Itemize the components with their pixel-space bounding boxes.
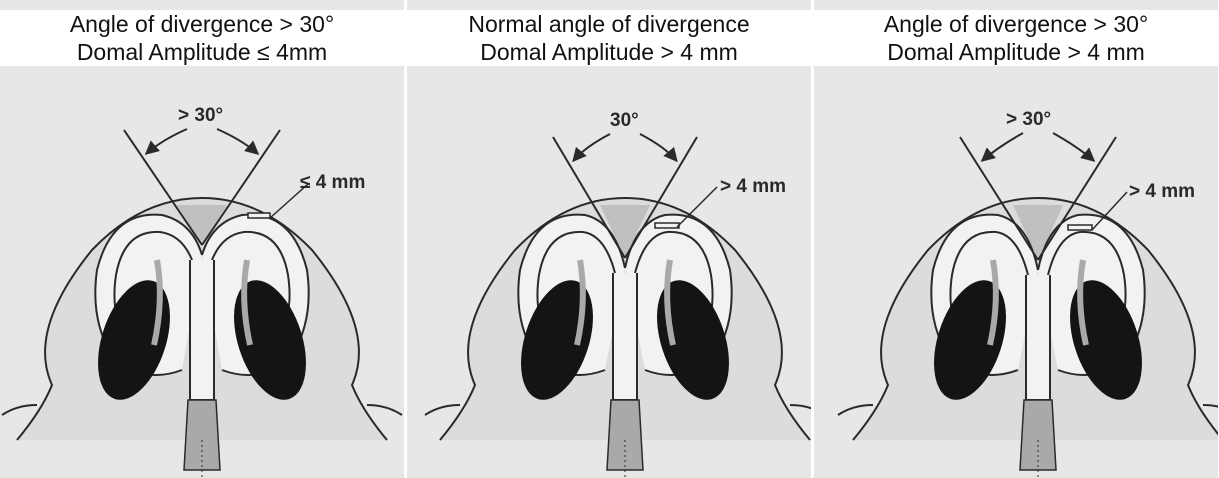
diagram-panel-1: > 30° ≤ 4 mm Angle of divergence > 30° D… xyxy=(0,0,404,478)
domal-amplitude-marker xyxy=(655,223,679,228)
amplitude-label: > 4 mm xyxy=(720,176,786,197)
nasal-tip-drawing-2: 30° > 4 mm xyxy=(407,0,811,478)
cheek-line-right xyxy=(790,405,811,415)
angle-arrow-right xyxy=(640,134,677,161)
columella xyxy=(613,273,637,400)
nasal-tip-drawing-1: > 30° ≤ 4 mm xyxy=(0,0,404,478)
title-line-2: Domal Amplitude ≤ 4mm xyxy=(0,38,404,66)
columella xyxy=(190,260,214,400)
title-line-2: Domal Amplitude > 4 mm xyxy=(407,38,811,66)
diagram-panel-2: 30° > 4 mm Normal angle of divergence Do… xyxy=(407,0,811,478)
cheek-line-right xyxy=(367,405,402,415)
angle-label: > 30° xyxy=(1006,109,1051,130)
cheek-line-left xyxy=(425,405,460,415)
angle-arrow-right xyxy=(217,129,258,154)
angle-arrow-right xyxy=(1053,133,1094,161)
columella-base xyxy=(607,400,643,470)
columella xyxy=(1026,275,1050,400)
nasal-tip-drawing-3: > 30° > 4 mm xyxy=(814,0,1218,478)
angle-arrow-left xyxy=(573,134,610,161)
columella-base xyxy=(1020,400,1056,470)
amplitude-label: ≤ 4 mm xyxy=(300,172,365,193)
angle-label: 30° xyxy=(610,110,639,131)
domal-amplitude-marker xyxy=(1068,225,1092,230)
domal-amplitude-marker xyxy=(248,213,270,218)
panel-title: Angle of divergence > 30° Domal Amplitud… xyxy=(814,10,1218,66)
title-line-1: Normal angle of divergence xyxy=(407,10,811,38)
panel-title: Normal angle of divergence Domal Amplitu… xyxy=(407,10,811,66)
panel-title: Angle of divergence > 30° Domal Amplitud… xyxy=(0,10,404,66)
amplitude-label: > 4 mm xyxy=(1129,181,1195,202)
columella-base xyxy=(184,400,220,470)
title-line-1: Angle of divergence > 30° xyxy=(814,10,1218,38)
angle-arrow-left xyxy=(146,129,187,154)
title-line-1: Angle of divergence > 30° xyxy=(0,10,404,38)
cheek-line-left xyxy=(838,405,873,415)
cheek-line-left xyxy=(2,405,37,415)
cheek-line-right xyxy=(1203,405,1218,415)
diagram-panel-3: > 30° > 4 mm Angle of divergence > 30° D… xyxy=(814,0,1218,478)
angle-arrow-left xyxy=(982,133,1023,161)
title-line-2: Domal Amplitude > 4 mm xyxy=(814,38,1218,66)
angle-label: > 30° xyxy=(178,105,223,126)
